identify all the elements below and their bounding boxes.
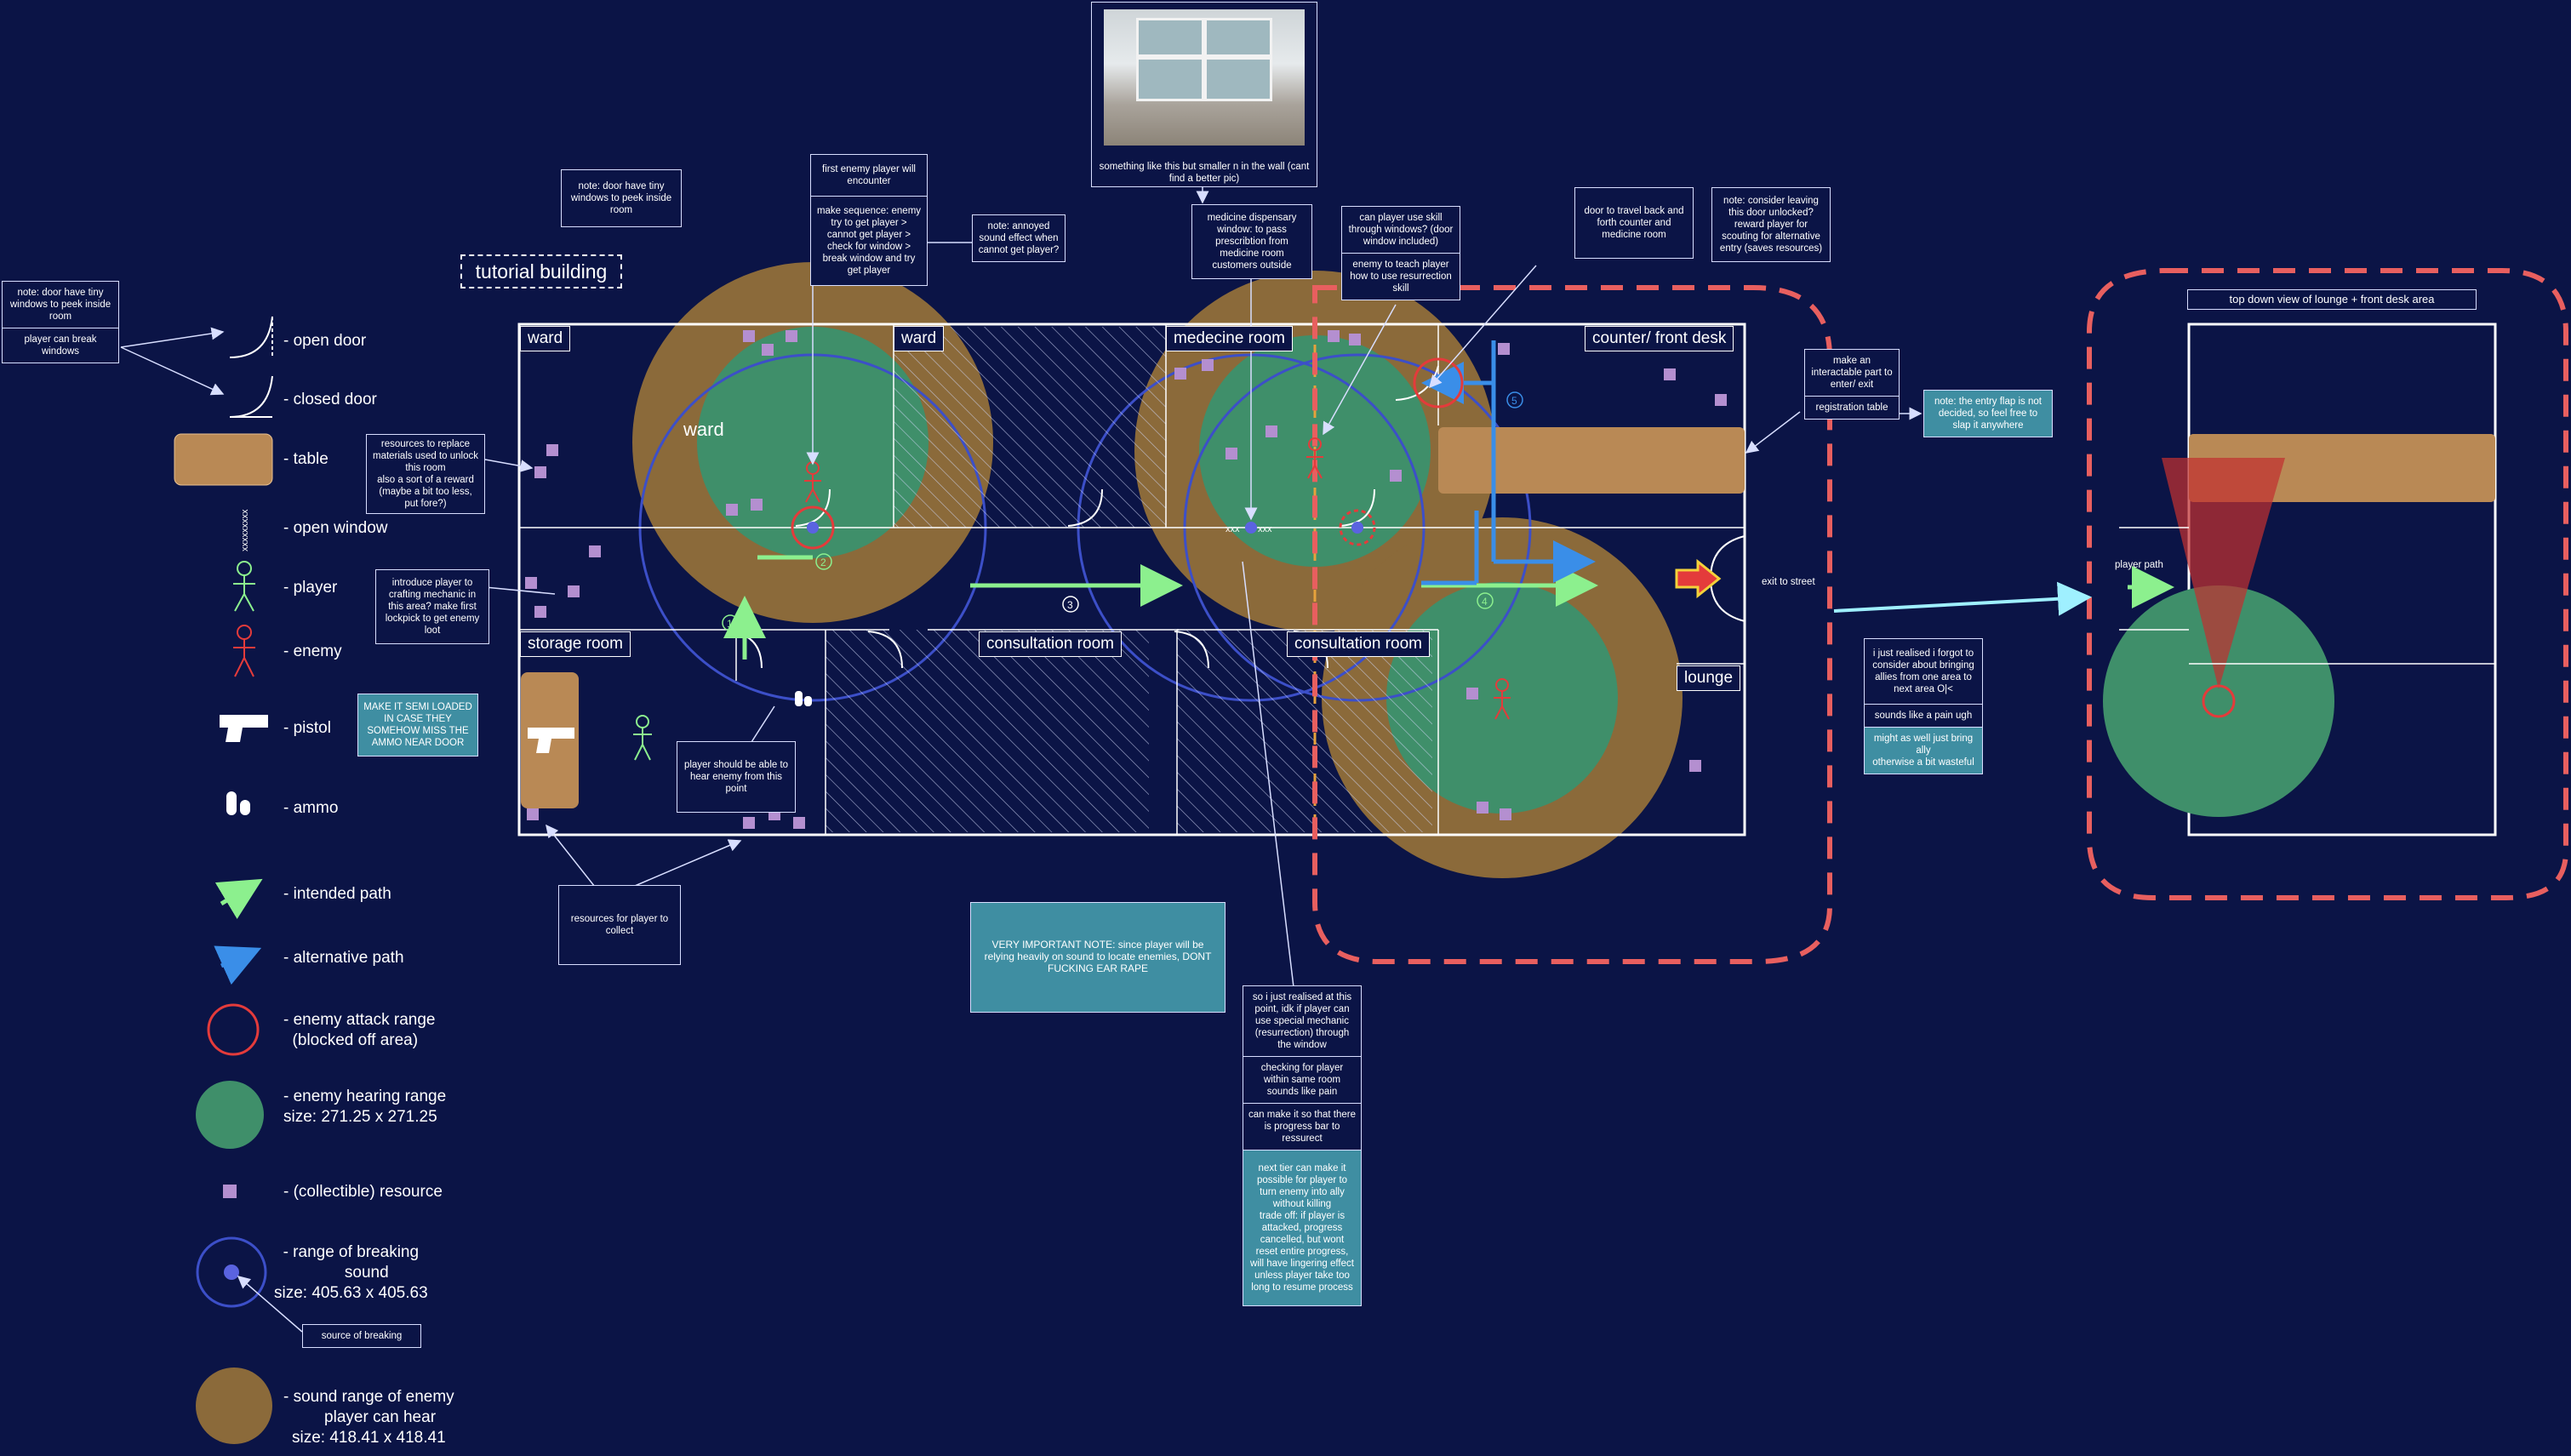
topdown-hearing-range xyxy=(2103,585,2334,817)
note-resources-collect: resources for player to collect xyxy=(558,885,681,965)
note-very-important: VERY IMPORTANT NOTE: since player will b… xyxy=(970,902,1226,1013)
path-number: 3 xyxy=(1067,599,1073,611)
room-label-ward: ward xyxy=(683,419,724,440)
legend-label-open-door: - open door xyxy=(283,332,367,350)
photo-caption: something like this but smaller n in the… xyxy=(1099,162,1310,184)
legend-ammo-icon xyxy=(226,791,250,815)
legend-open-window-icon: xxxxxxxxx xyxy=(240,509,250,551)
legend-label-open-window: - open window xyxy=(283,519,388,537)
legend-intended-path-icon xyxy=(214,878,263,920)
note-resurrection-skill: can player use skill through windows? (d… xyxy=(1341,206,1460,300)
hatched-area xyxy=(826,630,1149,832)
enemy-attack-range xyxy=(791,357,1464,550)
breaking-source-dot xyxy=(1245,522,1257,534)
note-first-enemy: first enemy player will encounter make s… xyxy=(810,154,928,286)
legend-hearing-range-icon xyxy=(196,1081,264,1149)
topdown-dashed-region xyxy=(2087,268,2568,900)
legend-label-resource: - (collectible) resource xyxy=(283,1183,443,1201)
legend-label-breaking-range: - range of breaking sound size: 405.63 x… xyxy=(274,1243,428,1302)
room-label-medicine: medecine room xyxy=(1166,326,1293,351)
topdown-frame xyxy=(2187,323,2497,836)
note-medicine-window: medicine dispensary window: to pass pres… xyxy=(1191,204,1312,279)
legend-label-hearing-range: - enemy hearing range size: 271.25 x 271… xyxy=(283,1088,447,1126)
legend-label-sound-range: - sound range of enemy player can hear s… xyxy=(283,1388,454,1447)
topdown-enemy-attack xyxy=(2202,684,2236,718)
legend-closed-door-icon xyxy=(229,375,273,418)
page-title: tutorial building xyxy=(460,254,622,288)
window-photo-image xyxy=(1104,9,1305,146)
enemy-icon xyxy=(1494,678,1511,720)
connector xyxy=(237,1276,303,1333)
legend-label-closed-door: - closed door xyxy=(283,391,377,408)
tutorial-building-floorplan xyxy=(517,323,1746,836)
note-semi-loaded: MAKE IT SEMI LOADED IN CASE THEY SOMEHOW… xyxy=(357,694,478,757)
note-annoyed-sound: note: annoyed sound effect when cannot g… xyxy=(972,214,1066,262)
room-label-counter: counter/ front desk xyxy=(1585,326,1734,351)
open-window: xxx xyxy=(1226,524,1240,534)
ammo-icon xyxy=(795,691,812,706)
legend-label-player: - player xyxy=(283,579,338,597)
path-number: 4 xyxy=(1482,596,1488,608)
pistol-icon xyxy=(528,728,574,753)
open-window: xxx xyxy=(1258,524,1272,534)
path-number: 2 xyxy=(820,557,826,568)
note-door-windows: note: door have tiny windows to peek ins… xyxy=(2,281,119,363)
note-consider-door: note: consider leaving this door unlocke… xyxy=(1711,187,1831,262)
note-interactable-part: make an interactable part to enter/ exit… xyxy=(1804,349,1900,420)
room-label-consultation: consultation room xyxy=(979,631,1122,657)
intended-path xyxy=(723,555,1598,659)
path-number: 5 xyxy=(1511,395,1517,407)
note-resources-replace: resources to replace materials used to u… xyxy=(366,434,485,514)
table xyxy=(1438,427,1745,494)
player-icon xyxy=(633,715,652,761)
enemy-icon xyxy=(804,461,821,503)
legend-label-enemy: - enemy xyxy=(283,642,342,660)
breaking-source-dot xyxy=(1351,522,1363,534)
hatched-area xyxy=(1177,630,1432,832)
note-door-windows-2: note: door have tiny windows to peek ins… xyxy=(561,169,682,227)
legend-label-ammo: - ammo xyxy=(283,799,339,817)
source-of-breaking-label: source of breaking xyxy=(302,1324,421,1348)
legend-label-intended-path: - intended path xyxy=(283,885,391,903)
hatched-area xyxy=(894,327,1166,528)
room-label-ward: ward xyxy=(520,326,571,351)
note-forgot-allies: i just realised i forgot to consider abo… xyxy=(1864,638,1983,774)
note-crafting: introduce player to crafting mechanic in… xyxy=(375,569,489,644)
room-label-lounge: lounge xyxy=(1677,665,1741,691)
legend-open-door-icon xyxy=(229,316,273,358)
legend-label-alternative-path: - alternative path xyxy=(283,949,404,967)
player-path-label: player path xyxy=(2115,560,2163,570)
room-label-storage: storage room xyxy=(520,631,631,657)
reference-photo: something like this but smaller n in the… xyxy=(1091,2,1317,187)
room-label-consultation: consultation room xyxy=(1287,631,1430,657)
exit-label: exit to street xyxy=(1762,577,1815,587)
legend-attack-range-icon xyxy=(207,1003,260,1056)
enemy-icon xyxy=(1306,437,1323,479)
legend-sound-range-icon xyxy=(196,1367,272,1444)
path-number: 1 xyxy=(727,618,733,630)
connector xyxy=(1833,581,2092,616)
topdown-title: top down view of lounge + front desk are… xyxy=(2187,289,2477,310)
breaking-source-dot xyxy=(807,522,819,534)
legend-resource-icon xyxy=(223,1185,237,1198)
legend-player-icon xyxy=(233,561,255,612)
legend-pistol-icon xyxy=(220,715,268,742)
legend-table-icon xyxy=(174,433,273,486)
room-label-ward: ward xyxy=(894,326,945,351)
legend-label-table: - table xyxy=(283,450,329,468)
note-door-travel: door to travel back and forth counter an… xyxy=(1574,187,1694,259)
legend-breaking-range-icon xyxy=(196,1236,267,1308)
dashed-region xyxy=(1312,285,1832,964)
note-realised-resurrection: so i just realised at this point, idk if… xyxy=(1243,985,1362,1306)
exit-arrow-icon xyxy=(1675,558,1722,599)
note-entry-flap: note: the entry flap is not decided, so … xyxy=(1923,390,2053,437)
legend-label-attack-range: - enemy attack range (blocked off area) xyxy=(283,1011,436,1049)
legend-enemy-icon xyxy=(233,625,255,677)
topdown-vision-cone xyxy=(2162,458,2285,689)
note-hear-enemy: player should be able to hear enemy from… xyxy=(677,741,796,813)
legend-label-pistol: - pistol xyxy=(283,719,331,737)
legend-alternative-path-icon xyxy=(214,945,262,985)
